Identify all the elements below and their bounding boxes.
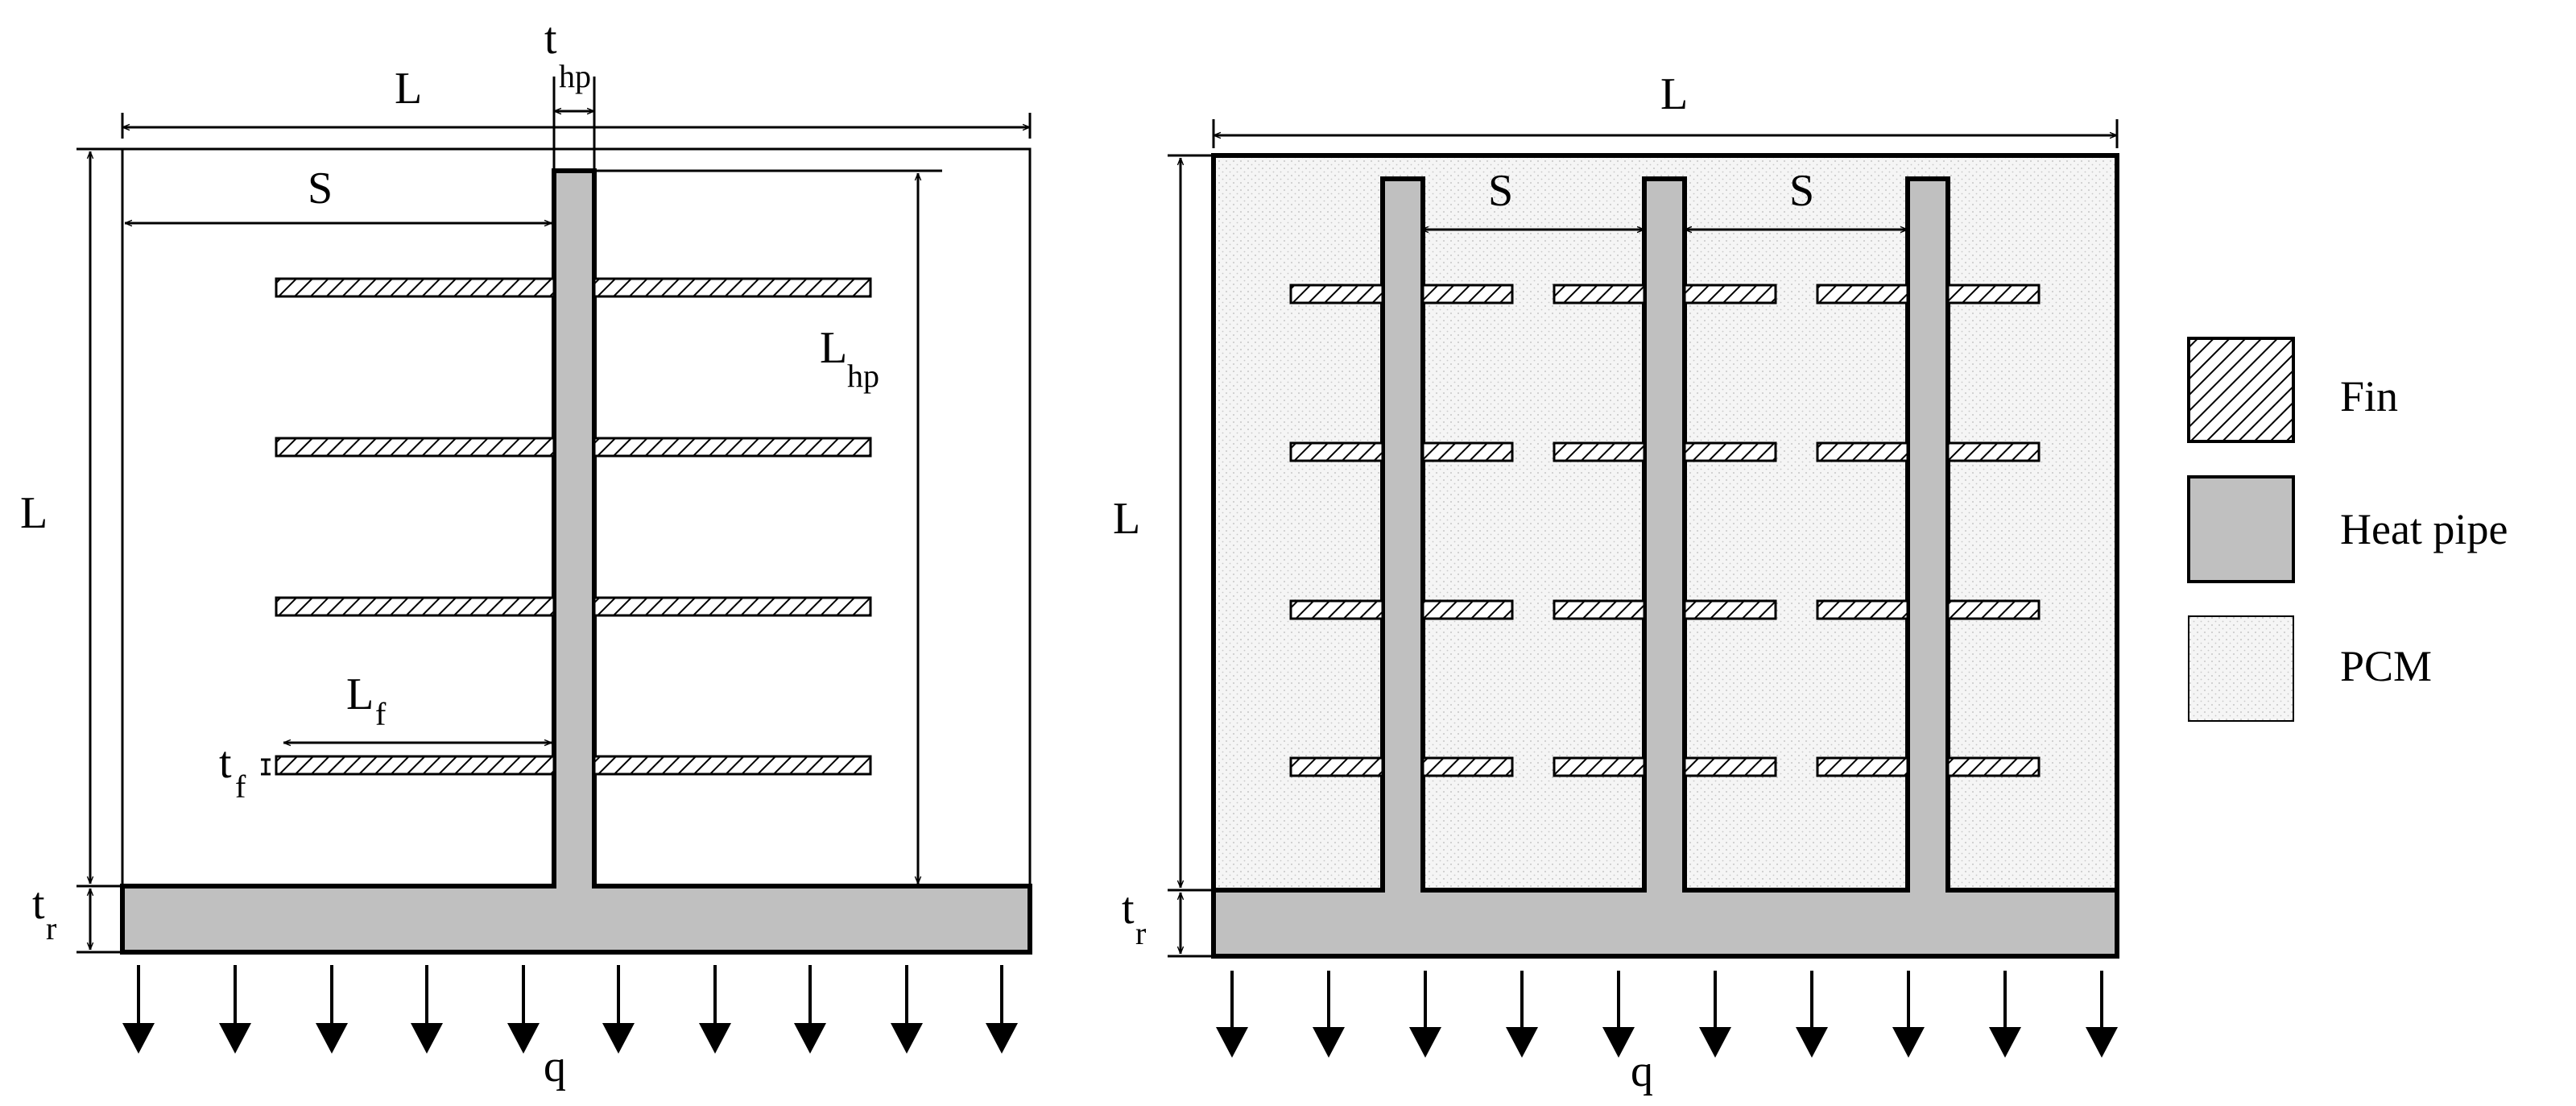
fin: [1421, 284, 1514, 304]
fin: [1289, 284, 1384, 304]
fin: [1421, 599, 1514, 620]
left-S-label: S: [308, 164, 333, 213]
left-L-side-label: L: [20, 488, 48, 538]
fin: [275, 755, 556, 776]
arrow-head: [1506, 1027, 1538, 1058]
arrow-head: [1409, 1027, 1441, 1058]
arrow-head: [1796, 1027, 1828, 1058]
arrow-head: [602, 1023, 635, 1054]
right-heat-pipes: [1380, 176, 1950, 893]
left-heat-pipe: [552, 168, 597, 886]
left-heat-flux-arrows: [122, 965, 1018, 1054]
left-Lf-sub: f: [375, 696, 387, 732]
fin: [1289, 441, 1384, 462]
arrow-head: [986, 1023, 1018, 1054]
arrow-head: [1313, 1027, 1345, 1058]
arrow-head: [219, 1023, 251, 1054]
right-panel: L S S L t r q: [1113, 69, 2119, 1096]
arrow-head: [1699, 1027, 1731, 1058]
left-fins: [275, 277, 872, 776]
arrow-head: [891, 1023, 923, 1054]
left-base-plate: [120, 884, 1032, 955]
arrow-head: [699, 1023, 731, 1054]
right-base-plate: [1211, 888, 2119, 959]
fin: [593, 437, 872, 458]
fin: [1553, 284, 1646, 304]
arrow-head: [411, 1023, 443, 1054]
fin: [1683, 441, 1777, 462]
fin: [1946, 599, 2041, 620]
left-Lhp-label: L: [820, 323, 847, 373]
fin: [593, 277, 872, 298]
heat-pipe: [1642, 176, 1687, 890]
fin: [1816, 284, 1909, 304]
heat-pipe-legend-swatch: [2187, 475, 2295, 583]
arrow-head: [1989, 1027, 2021, 1058]
fin: [1946, 284, 2041, 304]
fin: [275, 277, 556, 298]
fin: [1816, 756, 1909, 777]
fin: [1421, 441, 1514, 462]
fin: [1553, 599, 1646, 620]
heat-pipe: [1905, 176, 1950, 890]
right-heat-flux-arrows: [1216, 971, 2118, 1058]
left-q-label: q: [544, 1042, 566, 1092]
right-L-side-label: L: [1113, 494, 1140, 544]
right-tr-label: t: [1122, 884, 1135, 934]
fin: [1816, 441, 1909, 462]
arrow-head: [316, 1023, 348, 1054]
right-fins: [1289, 284, 2041, 777]
legend: Fin Heat pipe PCM: [2187, 337, 2508, 722]
legend-pcm-label: PCM: [2340, 642, 2432, 690]
pcm-legend-swatch: [2188, 615, 2294, 722]
right-tr-sub: r: [1135, 915, 1146, 951]
arrow-head: [1602, 1027, 1635, 1058]
arrow-head: [1892, 1027, 1925, 1058]
arrow-head: [2086, 1027, 2118, 1058]
fin: [1946, 441, 2041, 462]
right-S2-label: S: [1789, 166, 1814, 216]
left-thp-sub: hp: [559, 58, 591, 94]
right-L-top-label: L: [1660, 69, 1688, 119]
arrow-head: [122, 1023, 155, 1054]
left-tr-sub: r: [46, 910, 56, 947]
fin: [1683, 599, 1777, 620]
fin: [1289, 599, 1384, 620]
left-tf-label: t: [219, 738, 232, 788]
fin: [1553, 756, 1646, 777]
arrow-head: [794, 1023, 826, 1054]
fin: [1946, 756, 2041, 777]
arrow-head: [507, 1023, 540, 1054]
left-panel: L t hp S L L hp L f t f t r q: [20, 14, 1032, 1092]
fin-legend-swatch: [2187, 337, 2295, 443]
right-S1-label: S: [1488, 166, 1513, 216]
left-L-top-label: L: [395, 64, 422, 114]
legend-heat-pipe-label: Heat pipe: [2340, 505, 2508, 553]
left-thp-label: t: [544, 14, 557, 64]
fin: [275, 596, 556, 617]
fin: [1421, 756, 1514, 777]
fin: [1289, 756, 1384, 777]
left-Lhp-sub: hp: [847, 358, 879, 394]
arrow-head: [1216, 1027, 1248, 1058]
heat-pipe: [1380, 176, 1425, 890]
fin: [593, 596, 872, 617]
fin: [275, 437, 556, 458]
left-tr-label: t: [32, 879, 45, 929]
left-tf-sub: f: [235, 768, 246, 805]
fin: [1553, 441, 1646, 462]
left-Lf-label: L: [346, 669, 374, 719]
fin: [1816, 599, 1909, 620]
right-q-label: q: [1631, 1046, 1653, 1096]
fin: [1683, 284, 1777, 304]
fin: [593, 755, 872, 776]
fin: [1683, 756, 1777, 777]
legend-fin-label: Fin: [2340, 372, 2398, 420]
